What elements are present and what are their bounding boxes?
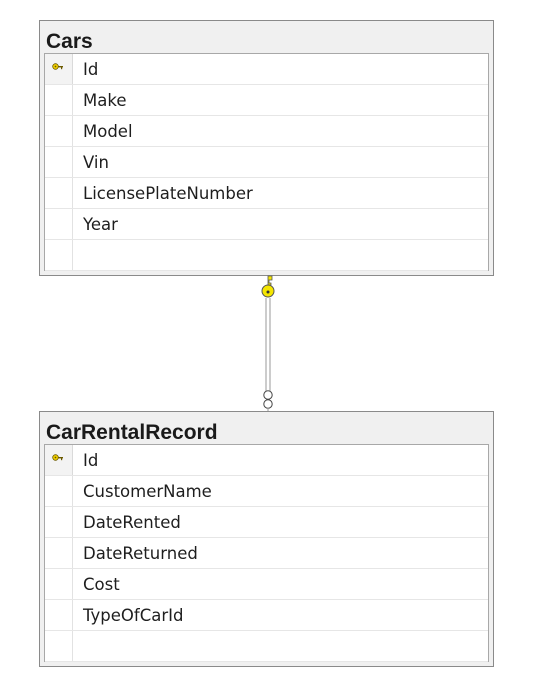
cars-table[interactable]: Cars Id Make Model Vin [39,20,494,276]
row-selector[interactable] [45,507,73,537]
infinity-icon [263,390,273,409]
row-selector[interactable] [45,445,73,475]
column-name: Id [83,60,99,79]
column-grid: Id Make Model Vin LicensePlateNumber Yea… [44,53,489,271]
column-name: DateReturned [83,544,198,563]
row-selector[interactable] [45,538,73,568]
empty-column-row[interactable] [45,631,488,662]
table-title: CarRentalRecord [46,421,218,444]
column-name: Model [83,122,133,141]
row-selector[interactable] [45,569,73,599]
column-row[interactable]: CustomerName [45,476,488,507]
row-selector[interactable] [45,631,73,661]
column-row[interactable]: Model [45,116,488,147]
column-row[interactable]: DateRented [45,507,488,538]
column-name: TypeOfCarId [83,606,184,625]
empty-column-row[interactable] [45,240,488,271]
column-row[interactable]: Id [45,445,488,476]
column-name: LicensePlateNumber [83,184,253,203]
column-row[interactable]: Vin [45,147,488,178]
carrentalrecord-table[interactable]: CarRentalRecord Id CustomerName DateRent… [39,411,494,667]
column-name: DateRented [83,513,181,532]
row-selector[interactable] [45,600,73,630]
column-name: Make [83,91,127,110]
table-title: Cars [46,30,93,53]
column-row[interactable]: DateReturned [45,538,488,569]
column-row[interactable]: Year [45,209,488,240]
row-selector[interactable] [45,116,73,146]
row-selector[interactable] [45,178,73,208]
column-row[interactable]: Id [45,54,488,85]
column-name: Vin [83,153,109,172]
key-icon [52,454,63,461]
column-name: Year [83,215,118,234]
column-grid: Id CustomerName DateRented DateReturned … [44,444,489,662]
row-selector[interactable] [45,147,73,177]
column-row[interactable]: Cost [45,569,488,600]
row-selector[interactable] [45,54,73,84]
column-name: CustomerName [83,482,212,501]
column-row[interactable]: TypeOfCarId [45,600,488,631]
row-selector[interactable] [45,209,73,239]
key-icon [261,275,275,298]
column-name: Cost [83,575,120,594]
key-icon [52,63,63,70]
row-selector[interactable] [45,476,73,506]
column-row[interactable]: LicensePlateNumber [45,178,488,209]
column-name: Id [83,451,99,470]
column-row[interactable]: Make [45,85,488,116]
row-selector[interactable] [45,85,73,115]
row-selector[interactable] [45,240,73,270]
